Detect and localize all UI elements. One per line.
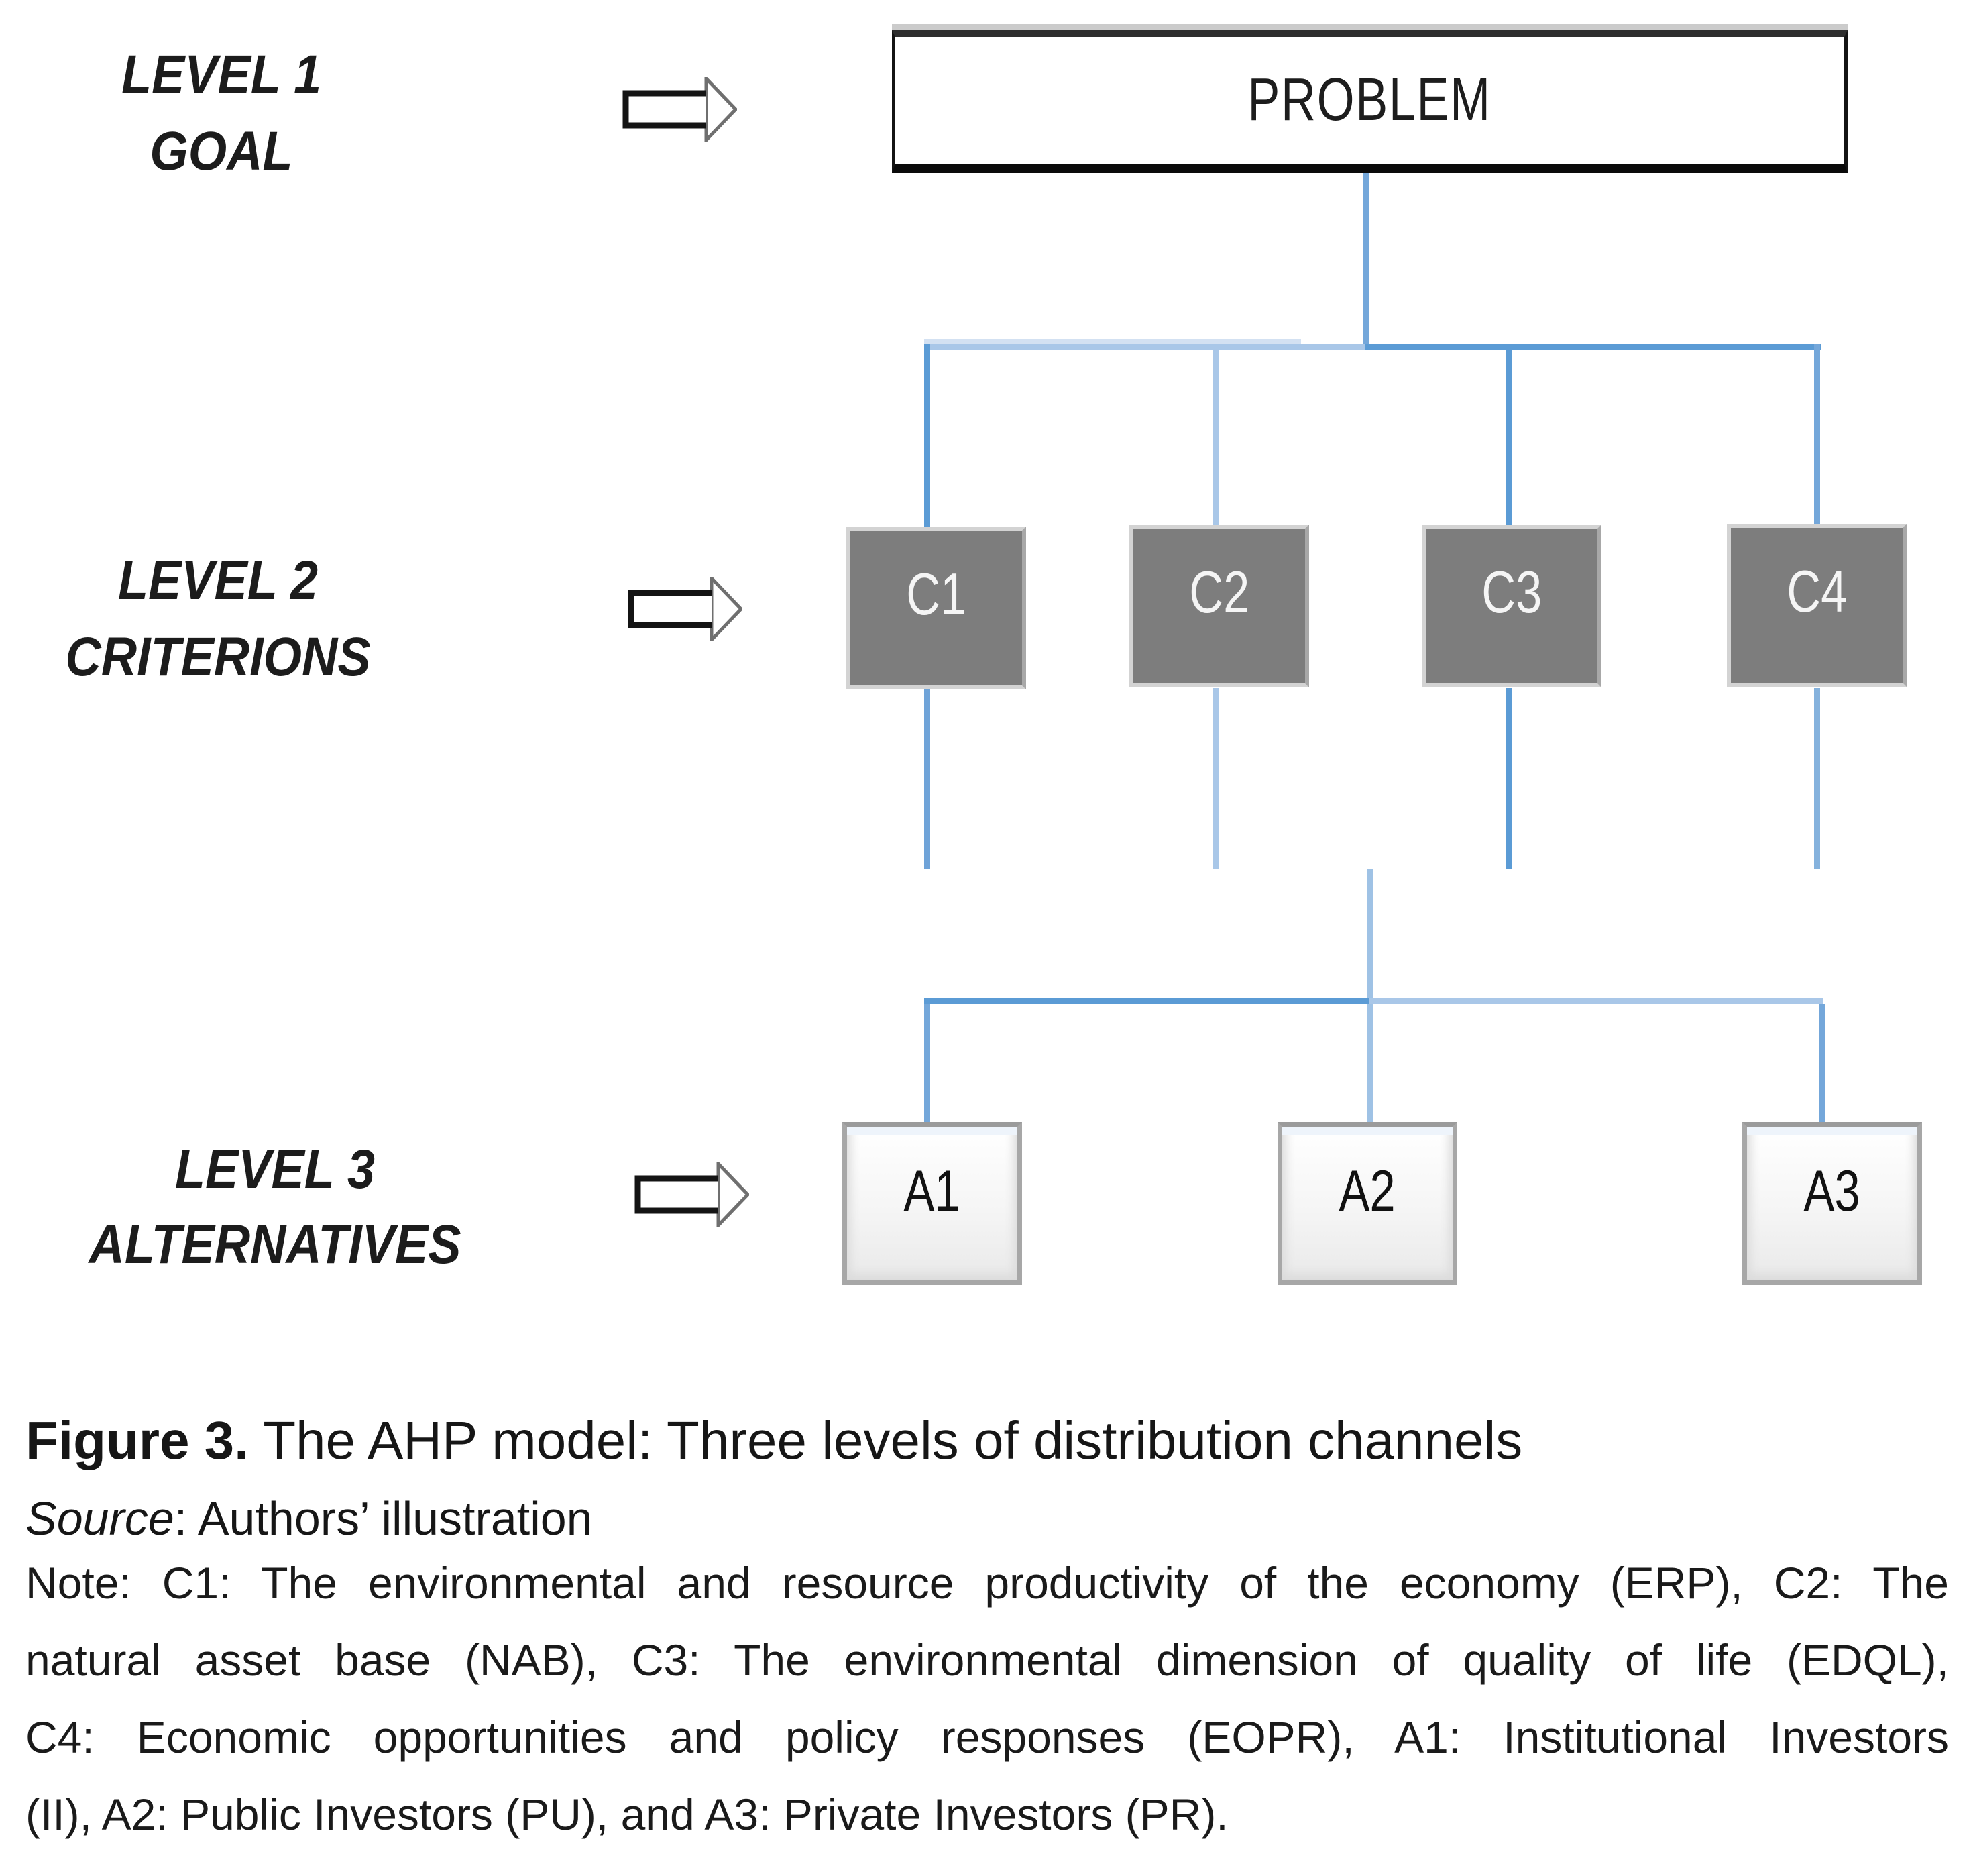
level3-label-line2: ALTERNATIVES: [89, 1214, 461, 1275]
connector-l3-bus-right: [1369, 998, 1823, 1004]
figure-note-line: C4: Economic opportunities and policy re…: [25, 1712, 1949, 1762]
connector-c1-down: [924, 688, 930, 869]
connector-c3-down: [1506, 688, 1512, 869]
figure-number: Figure 3.: [25, 1411, 249, 1470]
level2-label-line2: CRITERIONS: [65, 626, 371, 687]
connector-l2-bus-left: [924, 344, 1369, 350]
connector-drop-c3: [1506, 344, 1512, 528]
level1-label-line1: LEVEL 1: [121, 44, 322, 105]
connector-goal-trunk: [1363, 172, 1369, 346]
connector-drop-c1: [924, 344, 930, 528]
figure-title: The AHP model: Three levels of distribut…: [249, 1411, 1523, 1470]
connector-c2-down: [1213, 688, 1219, 869]
alternative-label: A3: [1803, 1159, 1861, 1223]
alternative-box-a1: A1: [842, 1122, 1022, 1285]
criterion-box-c4: C4: [1727, 524, 1907, 687]
connector-l3-bus-left: [924, 998, 1370, 1004]
alternative-box-a2: A2: [1278, 1122, 1457, 1285]
criterion-box-c3: C3: [1422, 525, 1601, 687]
connector-drop-a1: [924, 1004, 930, 1123]
criterion-label: C3: [1481, 558, 1542, 625]
connector-c4-down: [1814, 688, 1820, 869]
criterion-label: C2: [1189, 558, 1249, 625]
figure-note-line: (II), A2: Public Investors (PU), and A3:…: [25, 1789, 1229, 1839]
connector-drop-c2: [1213, 344, 1219, 528]
connector-l2-overlay: [924, 339, 1301, 344]
connector-drop-a3: [1819, 1004, 1825, 1123]
level3-label-line1: LEVEL 3: [174, 1139, 376, 1200]
source-text: : Authors’ illustration: [174, 1492, 593, 1545]
alternative-box-a3: A3: [1742, 1122, 1922, 1285]
alternative-label: A2: [1339, 1159, 1396, 1223]
block-arrow-icon: [628, 577, 742, 641]
source-label: Source: [25, 1492, 174, 1545]
criterion-box-c2: C2: [1129, 525, 1309, 687]
level1-label-line2: GOAL: [150, 121, 293, 182]
connector-drop-c4: [1814, 344, 1820, 528]
connector-alt-trunk: [1367, 869, 1373, 1124]
block-arrow-icon: [622, 77, 737, 142]
goal-box: PROBLEM: [892, 30, 1848, 173]
criterion-label: C4: [1787, 557, 1847, 624]
criterion-box-c1: C1: [846, 527, 1026, 689]
level2-label-line1: LEVEL 2: [117, 550, 319, 611]
connector-l2-bus-right: [1365, 344, 1821, 350]
figure-note-line: natural asset base (NAB), C3: The enviro…: [25, 1635, 1949, 1685]
criterion-label: C1: [906, 560, 966, 627]
figure-source: Source: Authors’ illustration: [25, 1492, 593, 1545]
alternative-label: A1: [903, 1159, 961, 1223]
figure-caption: Figure 3. The AHP model: Three levels of…: [25, 1410, 1522, 1472]
block-arrow-icon: [634, 1162, 749, 1227]
figure-note-line: Note: C1: The environmental and resource…: [25, 1558, 1949, 1608]
goal-box-label: PROBLEM: [1247, 66, 1492, 133]
